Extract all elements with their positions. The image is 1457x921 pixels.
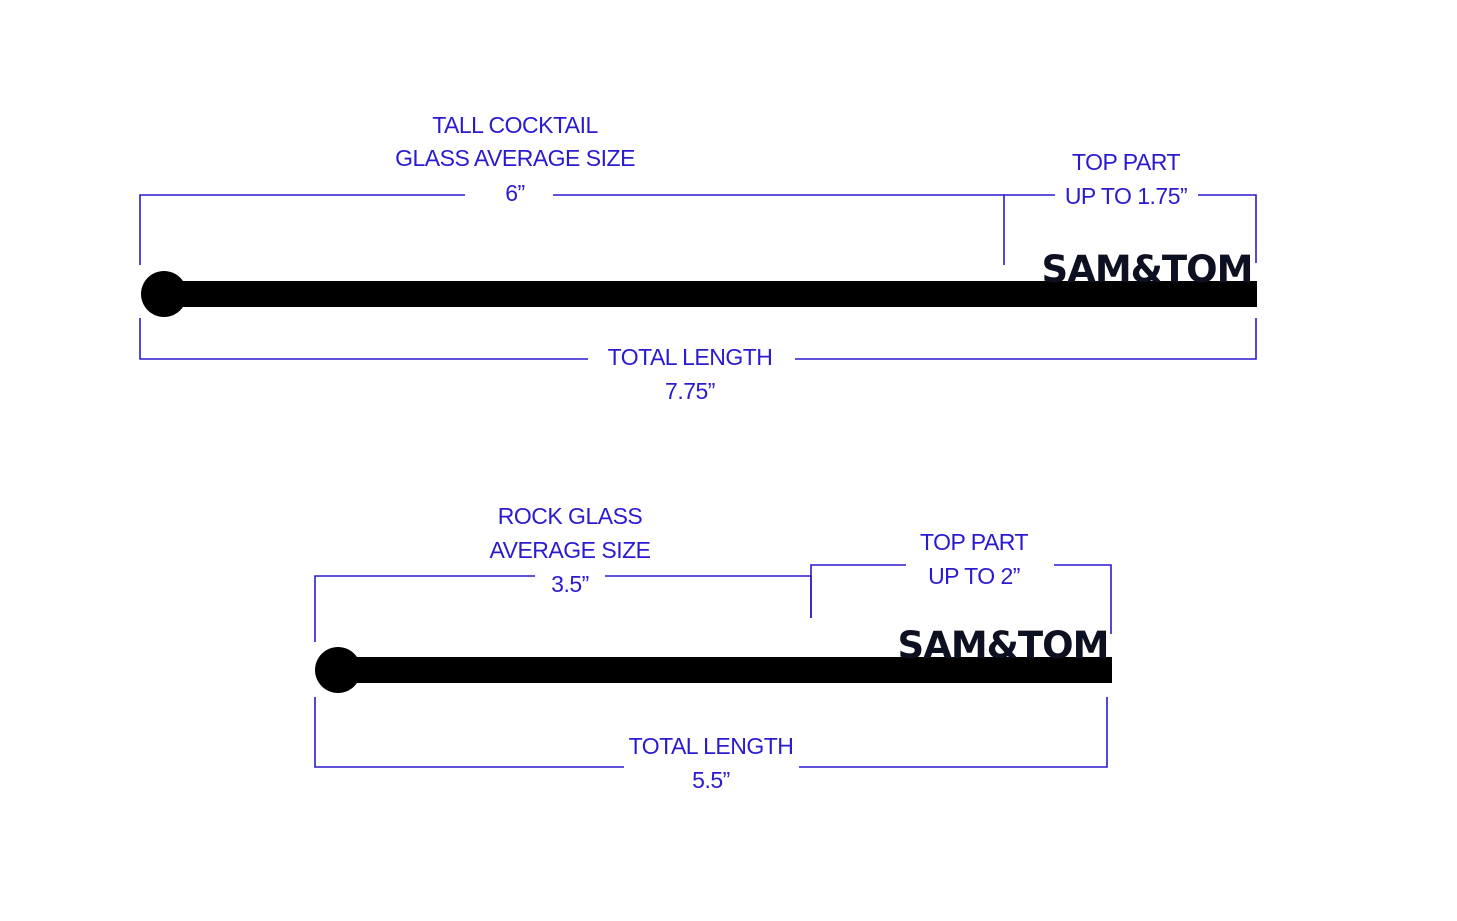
tall-brand-logo: SAM&TOM [1042, 248, 1253, 291]
rock-stirrer-ball [315, 647, 361, 693]
tall-stirrer-ball [141, 271, 187, 317]
tall-total-label: TOTAL LENGTH [608, 344, 773, 370]
rock-stirrer-rod [335, 657, 1112, 683]
rock-total-bracket [314, 697, 1108, 768]
rock-glass-label-line2: AVERAGE SIZE [489, 537, 650, 563]
rock-glass-label-line1: ROCK GLASS [498, 503, 643, 529]
rock-stirrer-diagram: ROCK GLASS AVERAGE SIZE 3.5” TOP PART UP… [314, 503, 1112, 793]
rock-total-value: 5.5” [692, 767, 730, 793]
tall-glass-value: 6” [505, 180, 524, 206]
tall-glass-label-line1: TALL COCKTAIL [432, 112, 598, 138]
tall-total-value: 7.75” [665, 378, 715, 404]
tall-glass-label-line2: GLASS AVERAGE SIZE [395, 145, 635, 171]
rock-top-label: TOP PART [920, 529, 1029, 555]
tall-top-bracket [1004, 194, 1257, 263]
tall-glass-bracket [139, 194, 1005, 265]
rock-glass-value: 3.5” [551, 571, 589, 597]
rock-brand-logo: SAM&TOM [898, 624, 1109, 667]
tall-top-label: TOP PART [1072, 149, 1181, 175]
tall-stirrer-diagram: TALL COCKTAIL GLASS AVERAGE SIZE 6” TOP … [139, 112, 1257, 404]
tall-total-bracket [139, 318, 1257, 360]
tall-top-value: UP TO 1.75” [1065, 183, 1187, 209]
tall-stirrer-rod [160, 281, 1257, 307]
rock-total-label: TOTAL LENGTH [629, 733, 794, 759]
rock-top-bracket [810, 564, 1112, 634]
rock-top-value: UP TO 2” [928, 563, 1020, 589]
